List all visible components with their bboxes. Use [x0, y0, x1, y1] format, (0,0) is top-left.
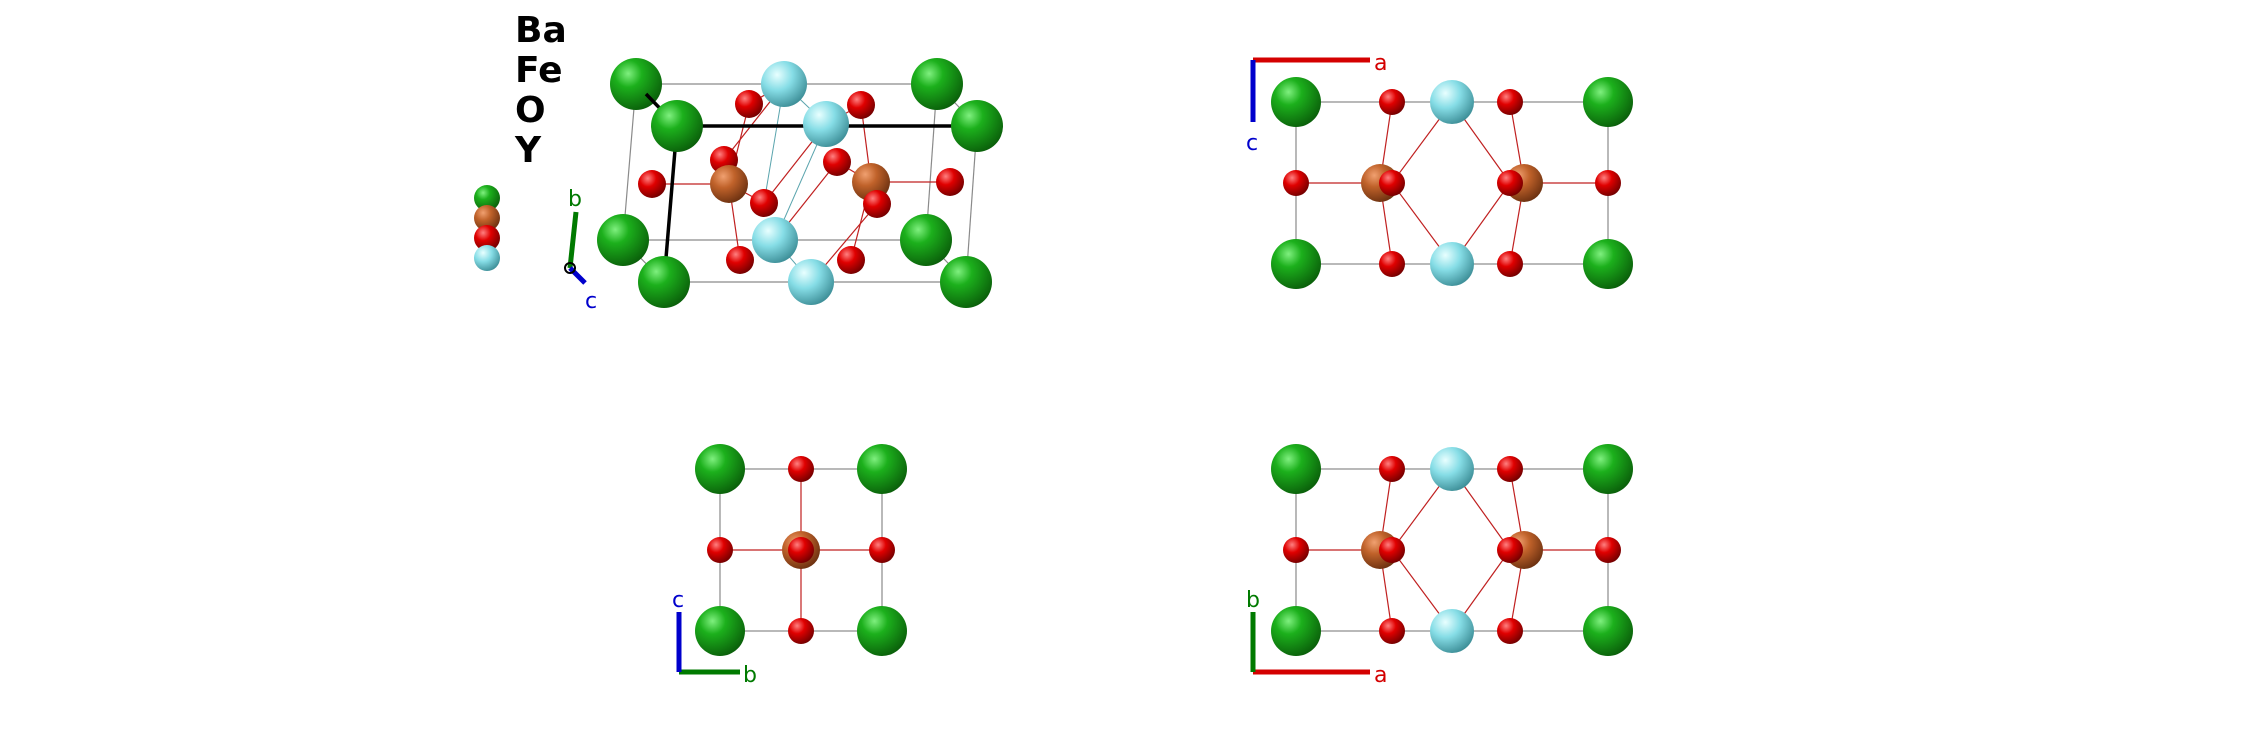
panel2-axis-label-a: a — [1374, 51, 1387, 76]
legend-label-y: Y — [514, 130, 542, 171]
panel3-atoms — [695, 444, 907, 656]
legend-swatches — [474, 185, 500, 271]
o-legend-swatch — [474, 225, 500, 251]
panel4-axis-label-b: b — [1246, 588, 1260, 613]
panel2-atoms — [1271, 77, 1633, 289]
panel2-axis-indicator: a c — [1246, 51, 1387, 156]
ba-legend-swatch — [474, 185, 500, 211]
legend-label-ba: Ba — [515, 10, 567, 51]
legend-label-fe: Fe — [515, 50, 563, 91]
fe-legend-swatch — [474, 205, 500, 231]
legend-label-o: O — [515, 90, 546, 131]
panel4-bonds — [1296, 468, 1608, 632]
perspective-back-atoms — [597, 58, 964, 274]
panel3-axis-label-c: c — [672, 588, 684, 613]
panel2-bonds — [1296, 101, 1608, 265]
panel4-atoms — [1271, 444, 1633, 656]
element-legend: Ba Fe O Y — [474, 10, 567, 271]
perspective-axis-triad: b c — [564, 187, 597, 314]
view-along-b-panel: a c — [1246, 51, 1633, 289]
view-along-c-panel: a b — [1246, 444, 1633, 688]
perspective-axis-label-b: b — [568, 187, 582, 212]
panel4-axis-label-a: a — [1374, 663, 1387, 688]
panel3-axis-indicator: b c — [672, 588, 757, 688]
panel4-axis-indicator: a b — [1246, 588, 1387, 688]
view-along-a-panel: b c — [672, 444, 907, 688]
y-legend-swatch — [474, 245, 500, 271]
perspective-front-atoms — [638, 100, 1003, 308]
panel2-axis-label-c: c — [1246, 131, 1258, 156]
panel3-axis-label-b: b — [743, 663, 757, 688]
perspective-view-panel: b c — [564, 58, 1003, 314]
perspective-axis-label-c: c — [585, 289, 597, 314]
